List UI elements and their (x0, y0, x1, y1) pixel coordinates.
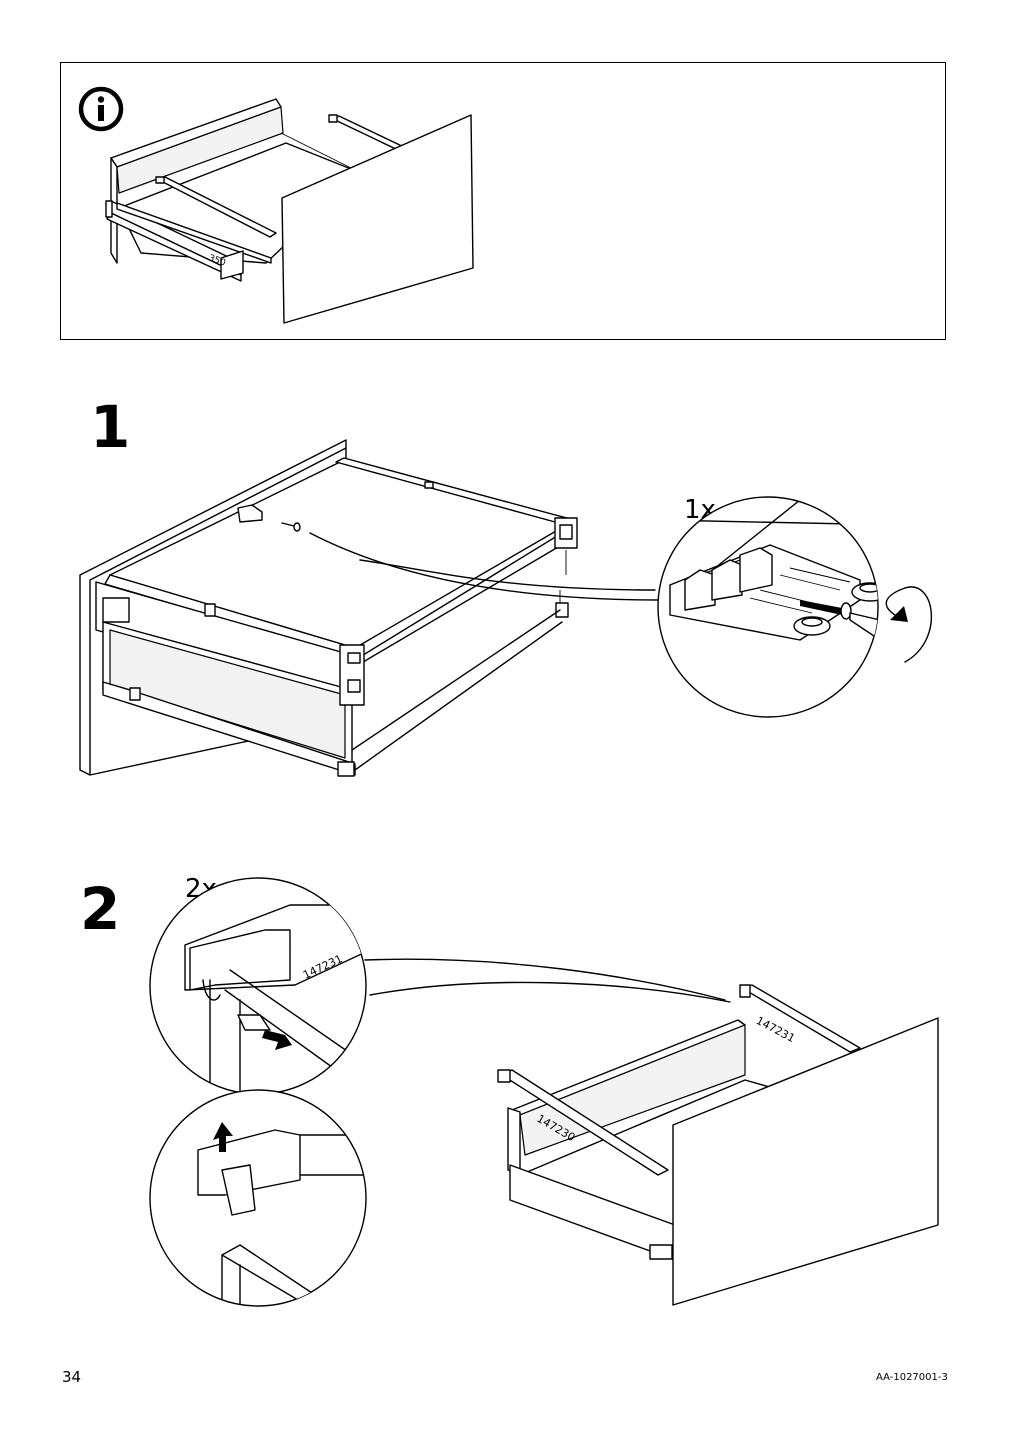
info-panel: 350 (60, 62, 946, 340)
step-1-detail-circle (657, 496, 932, 718)
step-2-detail-circle-bottom (149, 1089, 367, 1307)
step-1-drawer-illustration (79, 439, 661, 777)
page-number: 34 (62, 1368, 82, 1386)
step-2-drawer-illustration (364, 958, 939, 1306)
step-2-number: 2 (80, 875, 120, 943)
document-code: AA-1027001-3 (876, 1372, 948, 1383)
info-icon (78, 86, 124, 132)
drawer-overview-illustration: 350 (105, 98, 474, 324)
step-1-number: 1 (90, 393, 130, 461)
step-2-detail-circle-top (149, 877, 367, 1095)
